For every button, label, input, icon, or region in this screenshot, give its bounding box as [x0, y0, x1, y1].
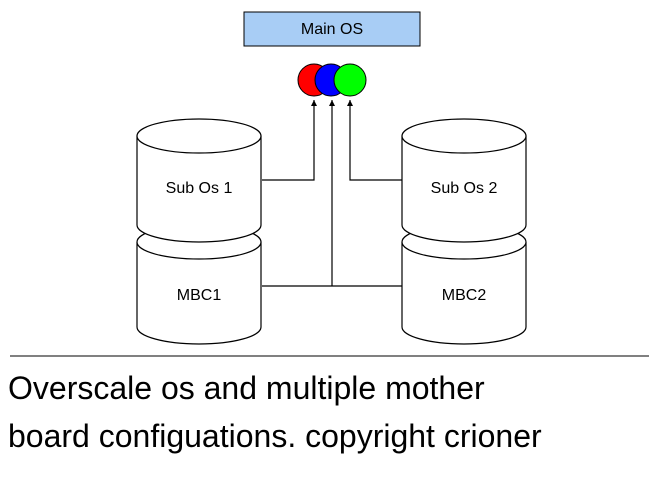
- right-stack: [401, 118, 527, 345]
- caption-line-1: Overscale os and multiple mother: [8, 370, 485, 406]
- sub-os-2-label: Sub Os 2: [431, 180, 498, 197]
- mbc-2-label: MBC2: [442, 287, 487, 304]
- sub-os-1-label: Sub Os 1: [166, 180, 233, 197]
- sub-os-2-cylinder-top: [401, 118, 527, 154]
- mbc-1-label: MBC1: [177, 287, 222, 304]
- mbc-1-cylinder: [136, 242, 262, 345]
- main-os-label: Main OS: [301, 21, 363, 38]
- mbc-2-cylinder: [401, 242, 527, 345]
- main-os-box: [243, 11, 421, 47]
- left-stack: [136, 118, 262, 345]
- sub-os-2-cylinder: [401, 136, 527, 243]
- connectors: [262, 100, 402, 287]
- caption-line-2: board configuations. copyright crioner: [8, 418, 542, 454]
- sub-os-2-connector: [347, 100, 402, 181]
- main-os-node: Main OS: [243, 11, 421, 47]
- sub-os-1-cylinder-top: [136, 118, 262, 154]
- green-indicator: [333, 63, 367, 97]
- sub-os-1-cylinder: [136, 136, 262, 243]
- sub-os-1-connector: [262, 100, 317, 181]
- indicator-circles: [297, 63, 367, 97]
